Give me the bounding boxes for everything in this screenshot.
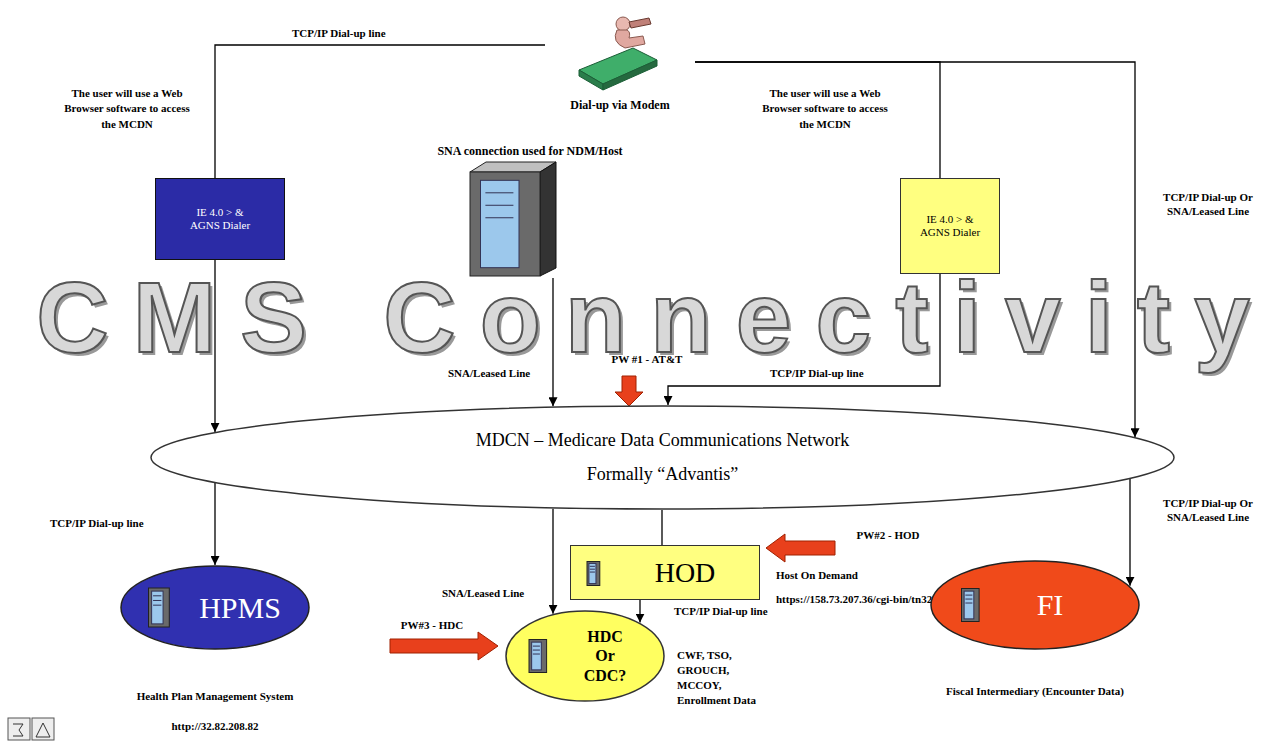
connector-label: TCP/IP Dial-up line [672, 604, 770, 618]
node-caption: Health Plan Management System [90, 689, 340, 704]
drive-slot [590, 566, 595, 567]
modem-node: Dial-up via Modem [545, 8, 695, 116]
drive-slot [533, 646, 540, 647]
host-server-node: SNA connection used for NDM/Host [390, 140, 670, 278]
drive-slot [153, 600, 161, 601]
drive-slot [153, 605, 161, 606]
node-content: IE 4.0 > & AGNS Dialer [156, 179, 284, 259]
node-text: Dial-up via Modem [570, 98, 669, 112]
server-panel [152, 591, 163, 624]
password-callout: PW #1 - AT&T [592, 352, 702, 367]
dialer-box: IE 4.0 > & AGNS Dialer [900, 178, 1000, 274]
node-content: MDCN – Medicare Data Communications Netw… [150, 405, 1175, 510]
data-center-ellipse: HDC Or CDC?CWF, TSO, GROUCH, MCCOY, Enro… [505, 610, 665, 702]
drive-slot [590, 569, 595, 570]
server-icon [587, 562, 600, 586]
intermediary-ellipse: FIFiscal Intermediary (Encounter Data) [930, 560, 1140, 650]
drive-slot [965, 599, 972, 600]
connector-line [214, 483, 215, 565]
node-content: Dial-up via Modem [545, 8, 695, 116]
server-panel [481, 180, 520, 267]
drive-slot [485, 217, 513, 218]
node-text: MDCN – Medicare Data Communications Netw… [476, 430, 849, 452]
system-ellipse: HPMSHealth Plan Management Systemhttp://… [120, 565, 310, 650]
modem-front [579, 70, 603, 90]
note-text: The user will use a Web Browser software… [62, 86, 192, 132]
modem-side [603, 60, 657, 90]
node-text: SNA connection used for NDM/Host [437, 144, 622, 158]
ellipse-shape [506, 611, 664, 701]
person-head [616, 17, 630, 31]
connector-label: TCP/IP Dial-up Or SNA/Leased Line [1150, 496, 1266, 525]
password-callout: PW#2 - HOD [838, 528, 938, 543]
person-arm [615, 30, 645, 48]
host-box: HODHost On Demandhttps://158.73.207.36/c… [570, 545, 760, 600]
connector-line [215, 45, 545, 178]
connector-line [1129, 479, 1130, 586]
node-content: HPMS [120, 565, 310, 650]
node-art [390, 140, 670, 278]
server-icon [962, 589, 980, 622]
node-content: FI [930, 560, 1140, 650]
node-content: SNA connection used for NDM/Host [390, 140, 670, 278]
node-content: IE 4.0 > & AGNS Dialer [901, 179, 999, 273]
server-icon [470, 172, 540, 276]
server-side [540, 162, 556, 276]
server-panel [589, 563, 596, 583]
note-text: The user will use a Web Browser software… [760, 86, 890, 132]
connector-label: TCP/IP Dial-up Or SNA/Leased Line [1150, 190, 1266, 219]
node-caption: Fiscal Intermediary (Encounter Data) [940, 684, 1130, 699]
node-caption: CWF, TSO, GROUCH, MCCOY, Enrollment Data [677, 648, 769, 707]
connector-label: TCP/IP Dial-up line [48, 516, 146, 530]
node-text: Formally “Advantis” [587, 464, 738, 486]
node-caption: Host On Demand [776, 568, 896, 583]
ellipse-shape [151, 406, 1174, 509]
server-icon [529, 640, 547, 673]
connector-line [695, 62, 940, 178]
drive-slot [590, 572, 595, 573]
ellipse-shape [931, 561, 1139, 649]
server-panel [964, 591, 974, 619]
drive-slot [533, 650, 540, 651]
ellipse-outline [505, 610, 665, 702]
dialer-box: IE 4.0 > & AGNS Dialer [155, 178, 285, 260]
ellipse-outline [930, 560, 1140, 650]
server-icon [149, 588, 170, 627]
node-text: HDC Or CDC? [579, 627, 631, 685]
drive-slot [533, 654, 540, 655]
drive-slot [485, 192, 513, 193]
server-panel [532, 642, 542, 670]
window-icon [8, 718, 54, 740]
node-text: IE 4.0 > & AGNS Dialer [915, 213, 985, 239]
ellipse-outline [150, 405, 1175, 510]
node-text: IE 4.0 > & AGNS Dialer [184, 206, 256, 232]
phone-handset [629, 18, 651, 28]
drive-slot [485, 205, 513, 206]
connector-line [695, 62, 1135, 437]
node-content: HDC Or CDC? [505, 610, 665, 702]
connector-label: SNA/Leased Line [446, 366, 532, 380]
connector-line [639, 600, 640, 623]
node-text: HOD [655, 556, 716, 590]
node-caption: http://32.82.208.82 [90, 719, 340, 734]
node-text: HPMS [199, 590, 281, 626]
network-ellipse: MDCN – Medicare Data Communications Netw… [150, 405, 1175, 510]
connector-label: SNA/Leased Line [440, 586, 526, 600]
drive-slot [965, 595, 972, 596]
node-text: FI [1037, 587, 1064, 623]
password-callout: PW#3 - HDC [382, 618, 482, 633]
drive-slot [965, 603, 972, 604]
node-content: HOD [571, 546, 759, 599]
connector-label: TCP/IP Dial-up line [290, 26, 388, 40]
ellipse-shape [121, 566, 309, 649]
drive-slot [153, 595, 161, 596]
connector-line [552, 509, 553, 614]
connector-label: TCP/IP Dial-up line [768, 366, 866, 380]
connector-line [661, 510, 662, 545]
